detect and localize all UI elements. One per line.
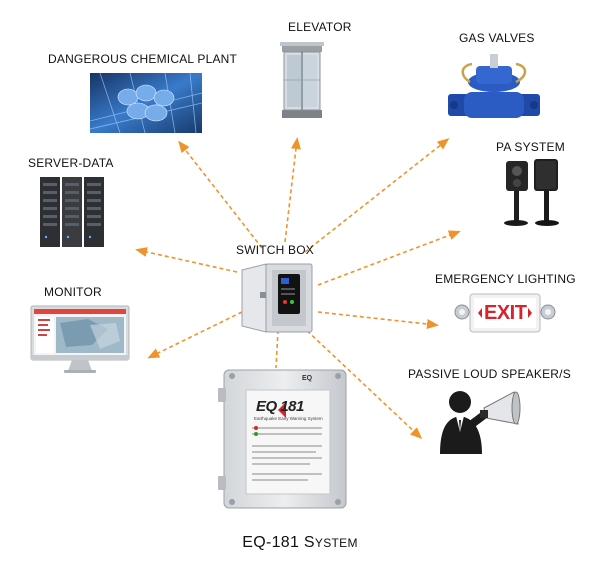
eq181-brand: EQ bbox=[302, 375, 313, 382]
arrow-to-pa-system bbox=[317, 230, 461, 286]
monitor-icon bbox=[30, 305, 130, 375]
label-server-data: SERVER-DATA bbox=[28, 156, 114, 170]
arrow-to-loud-speaker bbox=[301, 325, 423, 440]
exit-sign-icon: EXIT bbox=[454, 290, 556, 336]
arrow-to-elevator bbox=[284, 137, 301, 243]
chemical-plant-icon bbox=[90, 73, 202, 133]
label-pa-system: PA SYSTEM bbox=[496, 140, 565, 154]
server-rack-icon bbox=[38, 175, 108, 249]
megaphone-person-icon bbox=[432, 384, 528, 456]
arrow-to-emergency-lighting bbox=[317, 311, 439, 329]
label-chemical-plant: DANGEROUS CHEMICAL PLANT bbox=[48, 52, 238, 66]
eq181-box-icon: EQ EQ 181 Earthquake Early Warning Syste… bbox=[218, 368, 350, 510]
label-loud-speaker: PASSIVE LOUD SPEAKER/S bbox=[408, 367, 571, 381]
diagram-caption: EQ-181 SYSTEM bbox=[0, 534, 600, 552]
gas-valve-icon bbox=[446, 52, 542, 128]
label-gas-valves: GAS VALVES bbox=[459, 31, 535, 45]
label-emergency-lighting: EMERGENCY LIGHTING bbox=[435, 272, 576, 286]
label-elevator: ELEVATOR bbox=[288, 20, 352, 34]
arrow-to-gas-valves bbox=[304, 138, 450, 253]
arrow-to-chemical-plant bbox=[178, 140, 263, 249]
label-monitor: MONITOR bbox=[44, 285, 102, 299]
arrow-to-monitor bbox=[147, 311, 243, 359]
link-to-eq181 bbox=[275, 329, 279, 369]
label-switch-box: SWITCH BOX bbox=[236, 243, 315, 257]
caption-suffix: YSTEM bbox=[314, 536, 358, 550]
caption-prefix: EQ-181 S bbox=[242, 534, 315, 551]
eq181-subtitle: Earthquake Early Warning System bbox=[254, 416, 323, 421]
arrow-to-server-data bbox=[135, 247, 238, 273]
exit-sign-text: EXIT bbox=[484, 302, 527, 324]
pa-speaker-icon bbox=[500, 157, 566, 229]
elevator-icon bbox=[278, 40, 326, 122]
switch-box-icon bbox=[240, 262, 316, 334]
eq181-model: EQ 181 bbox=[256, 398, 304, 415]
